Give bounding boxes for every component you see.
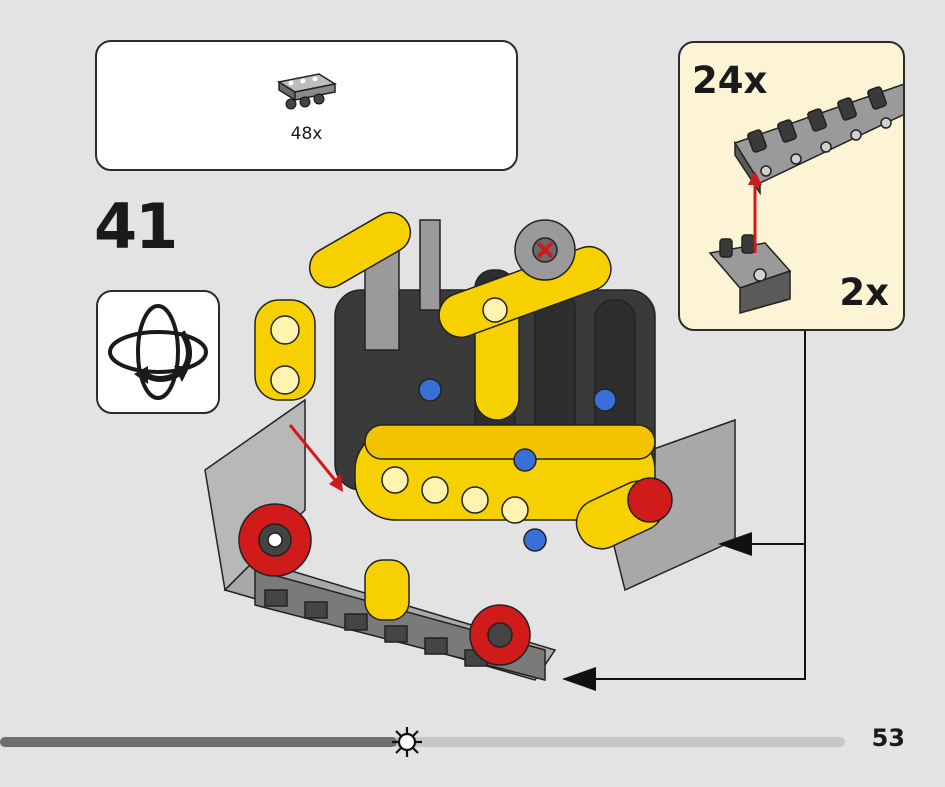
sub-assembly-multiplier-bottom: 2x — [839, 271, 889, 314]
rotate-model-box — [96, 290, 220, 414]
red-sprocket-gears — [238, 477, 673, 666]
sub-assembly-box: 24x 2 — [678, 41, 905, 331]
track-link-part-icon — [277, 73, 337, 110]
model-illustration — [204, 211, 736, 681]
progress-bar — [0, 737, 845, 747]
part-quantity: 48x — [290, 124, 323, 144]
progress-fill — [0, 737, 398, 747]
page-number: 53 — [871, 724, 905, 752]
progress-sun-icon — [392, 727, 422, 757]
grey-gear — [514, 219, 576, 281]
track-chain-assembly-icon — [708, 83, 903, 314]
sub-assembly-multiplier-top: 24x — [692, 59, 768, 102]
step-number: 41 — [94, 190, 178, 263]
rotate-model-icon — [108, 304, 208, 400]
parts-list-box: 48x — [95, 40, 518, 171]
